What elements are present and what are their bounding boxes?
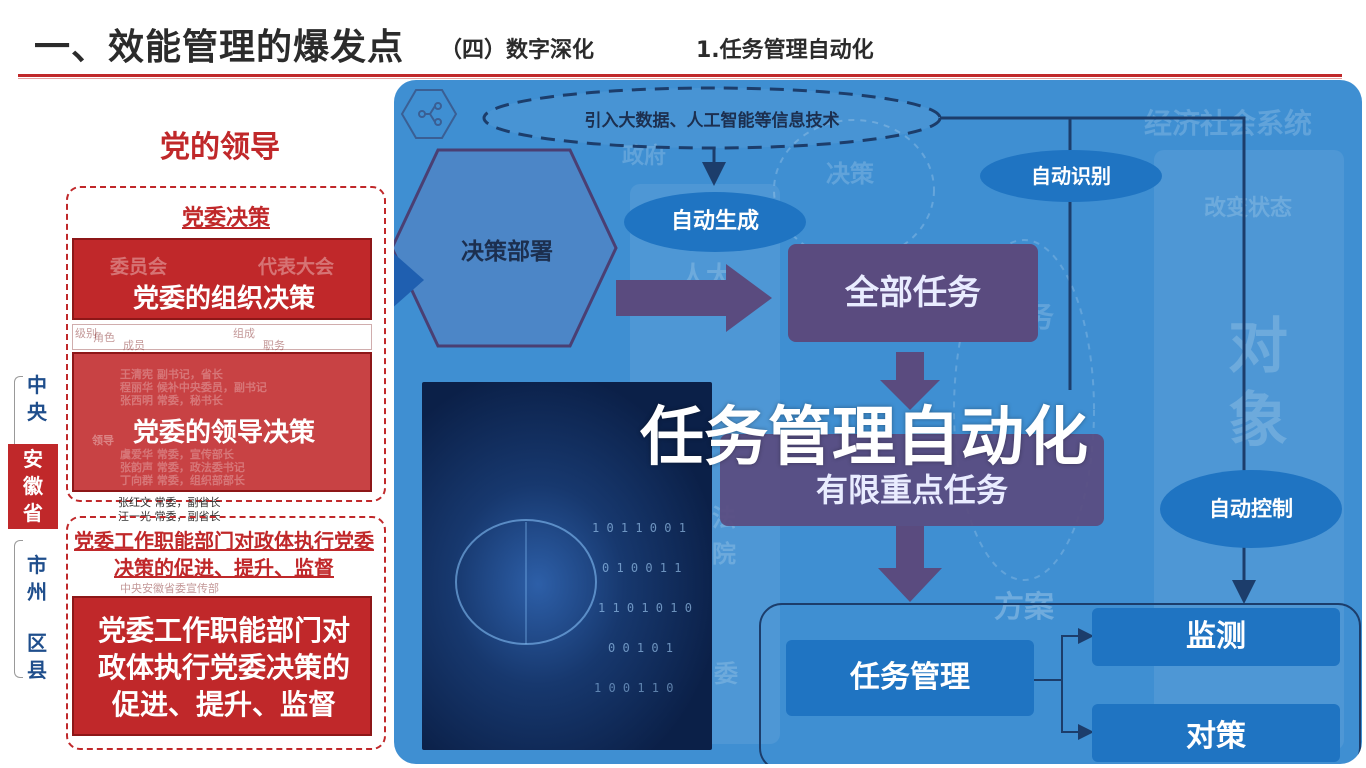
- member-row: 王清宪 副书记，省长: [120, 368, 223, 381]
- arrow-to-monitor: [1034, 628, 1094, 681]
- binary-stream: 0 1 0 0 1 1: [602, 561, 681, 575]
- arrow-deploy-to-all: [616, 264, 772, 332]
- level-central[interactable]: 中央: [27, 373, 47, 424]
- deploy-arrow-tip: [394, 253, 424, 307]
- lead-decision-label: 党委的领导决策: [132, 418, 315, 448]
- party-leadership-title: 党的领导: [160, 130, 280, 165]
- member-row: 张红文 常委，副省长: [118, 496, 221, 509]
- binary-stream: 1 0 1 1 0 0 1: [592, 521, 686, 535]
- lead-label: 领导: [92, 434, 114, 447]
- member-row: 丁向群 常委，组织部部长: [120, 474, 245, 487]
- functional-dept-bg: 中央安徽省委宣传部: [120, 582, 219, 595]
- arrow-to-auto-control: [940, 116, 1256, 604]
- member-row: 虞爱华 常委，宣传部长: [120, 448, 234, 461]
- org-decision-bg-left: 委员会: [110, 256, 168, 278]
- deploy-hexagon: [394, 148, 618, 348]
- ghost-change-state: 改变状态: [1204, 190, 1292, 222]
- binary-stream: 1 1 0 1 0 1 0: [598, 601, 692, 615]
- functional-dept-block: 党委工作职能部门对政体执行党委决策的促进、提升、监督: [72, 596, 372, 736]
- auto-generate-node: 自动生成: [624, 192, 806, 252]
- level-anhui[interactable]: 安徽省: [8, 444, 58, 529]
- overlay-title: 任务管理自动化: [640, 401, 1088, 475]
- auto-identify-node: 自动识别: [980, 150, 1162, 202]
- lead-decision-block: 领导 王清宪 副书记，省长 程丽华 候补中央委员，副书记 张西明 常委，秘书长 …: [72, 352, 372, 492]
- arrow-to-countermeasure: [1061, 680, 1094, 740]
- ghost-object: 对象: [1228, 310, 1292, 458]
- header-divider: [18, 74, 1342, 77]
- logo-node: [434, 102, 442, 110]
- logo-node: [418, 110, 426, 118]
- ghost-decision: 决策: [826, 160, 874, 188]
- task-mgmt-node: 任务管理: [786, 640, 1034, 716]
- ai-brain-image: 1 0 1 1 0 0 1 0 1 0 0 1 1 1 1 0 1 0 1 0 …: [422, 382, 712, 750]
- auto-control-node: 自动控制: [1160, 470, 1342, 548]
- automation-diagram: 经济社会系统 改变状态 决策 政府 人大 任务 方案 对象 法院 委: [394, 80, 1362, 764]
- ghost-ellipse: [773, 119, 935, 261]
- logo-node: [434, 118, 442, 126]
- org-decision-label: 党委的组织决策: [132, 284, 315, 314]
- big-data-label: 引入大数据、人工智能等信息技术: [584, 111, 840, 131]
- table-head-position: 职务: [263, 339, 285, 352]
- table-head-composition: 组成: [233, 327, 255, 340]
- binary-stream: 1 0 0 1 1 0: [594, 681, 673, 695]
- level-county[interactable]: 区县: [27, 631, 47, 682]
- logo-hexagon: [400, 89, 458, 139]
- member-table-header: 级别 角色 组成 成员 职务: [72, 324, 372, 352]
- functional-dept-underlined: 党委工作职能部门对政体执行党委决策的促进、提升、监督: [74, 529, 374, 580]
- member-row: 张西明 常委，秘书长: [120, 394, 223, 407]
- page-subtitle: （四）数字深化: [440, 38, 595, 63]
- table-head-member: 成员: [123, 339, 145, 352]
- page-title: 一、效能管理的爆发点: [34, 27, 405, 68]
- brain-graphic: 1 0 1 1 0 0 1 0 1 0 0 1 1 1 1 0 1 0 1 0 …: [455, 519, 692, 695]
- arrow-all-to-key: [880, 352, 940, 410]
- committee-decision-heading: 党委决策: [181, 206, 270, 231]
- countermeasure-node: 对策: [1092, 704, 1340, 762]
- ghost-econ-system: 经济社会系统: [1144, 107, 1313, 140]
- all-tasks-node: 全部任务: [788, 244, 1038, 342]
- key-tasks-node: 有限重点任务: [720, 434, 1104, 526]
- ghost-rect: [1154, 150, 1344, 750]
- diagram-connectors: [394, 86, 1361, 764]
- section-title: 1.任务管理自动化: [696, 38, 874, 63]
- logo-wire: [425, 105, 436, 123]
- brain-outline: [455, 519, 597, 645]
- header-divider-thin: [18, 78, 1342, 79]
- task-mgmt-container: [759, 603, 1361, 764]
- member-row: 程丽华 候补中央委员，副书记: [120, 381, 267, 394]
- ghost-committee: 委: [714, 654, 738, 689]
- table-head-level: 级别: [75, 327, 97, 340]
- level-city[interactable]: 市州: [27, 553, 47, 604]
- deploy-label: 决策部署: [461, 239, 553, 265]
- binary-stream: 0 0 1 0 1: [608, 641, 673, 655]
- member-row: 张韵声 常委，政法委书记: [120, 461, 245, 474]
- functional-dept-label: 党委工作职能部门对政体执行党委决策的促进、提升、监督: [97, 614, 350, 721]
- ghost-ellipse: [953, 239, 1095, 581]
- level-bracket-bottom: [14, 540, 23, 678]
- functional-dept-box: [66, 516, 386, 750]
- arrow-key-to-mgmt: [878, 526, 942, 602]
- org-decision-bg-right: 代表大会: [258, 256, 335, 278]
- table-head-role: 角色: [93, 331, 115, 344]
- org-decision-block: 委员会 代表大会 党委的组织决策: [72, 238, 372, 320]
- ghost-plan: 方案: [994, 590, 1054, 625]
- monitor-node: 监测: [1092, 608, 1340, 666]
- committee-decision-box: [66, 186, 386, 502]
